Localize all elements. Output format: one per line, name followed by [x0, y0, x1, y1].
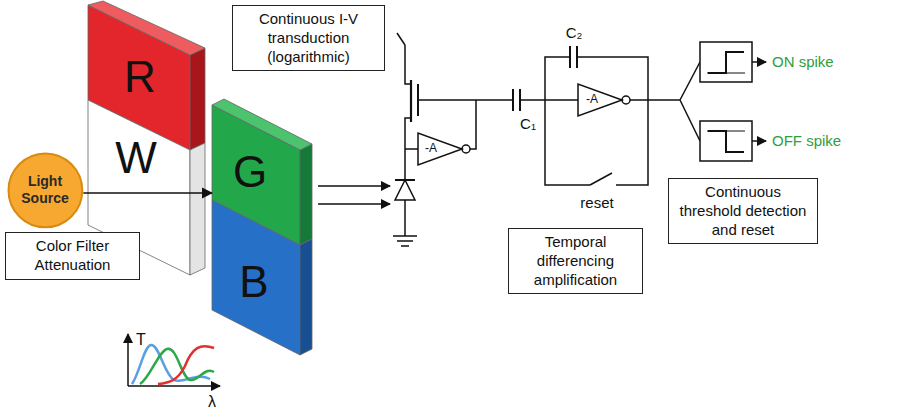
- wire: [545, 100, 590, 185]
- filter-face: [88, 1, 205, 55]
- inverter-bubble: [622, 96, 630, 104]
- light-source: Light Source: [7, 152, 84, 229]
- node-text: Color Filter Attenuation: [14, 237, 131, 275]
- capacitor-symbol: [513, 89, 520, 111]
- wire: [545, 99, 578, 101]
- filter-letter: G: [233, 148, 267, 196]
- node-text: Temporal differencing amplification: [517, 233, 634, 289]
- annotation-box: Color Filter Attenuation: [5, 232, 140, 280]
- label-holder: ON spike: [772, 53, 834, 70]
- filter-letter: R: [124, 53, 156, 101]
- wire: [577, 57, 648, 185]
- gain-label: -A: [425, 142, 437, 156]
- label-holder: -A: [425, 142, 437, 156]
- node-text: Light Source: [15, 173, 75, 207]
- output-label: OFF spike: [772, 132, 841, 149]
- amplifier-symbol: [578, 84, 622, 116]
- gain-label: -A: [586, 93, 598, 107]
- feedback-wire: [470, 100, 476, 149]
- node-text: Continuous threshold detection and reset: [677, 183, 809, 239]
- wire: [405, 148, 418, 150]
- light-arrow: [318, 185, 390, 187]
- off-step-icon: [708, 131, 744, 152]
- amplifier-symbol: [418, 133, 462, 165]
- label-holder: C₁: [520, 115, 536, 132]
- annotation-box: Continuous I-V transduction (logarithmic…: [232, 5, 385, 71]
- label-holder: reset: [580, 194, 613, 211]
- axis: [128, 385, 220, 387]
- label-holder: λ: [208, 393, 216, 411]
- label-holder: -A: [586, 93, 598, 107]
- capacitor-label: C₂: [566, 24, 583, 41]
- annotation-box: Temporal differencing amplification: [508, 228, 643, 294]
- capacitor-label: C₁: [520, 115, 536, 132]
- red-curve: [158, 346, 214, 384]
- ground-symbol: [393, 236, 417, 246]
- node-text: Continuous I-V transduction (logarithmic…: [241, 10, 376, 66]
- photodiode-symbol: [395, 180, 415, 200]
- wire: [680, 62, 700, 141]
- light-source-circle: [8, 153, 82, 227]
- gate-wire: [418, 99, 513, 101]
- label-holder: C₂: [566, 24, 583, 41]
- filter-face: [300, 144, 312, 245]
- drain-wire: [405, 45, 411, 84]
- blue-filter: B: [212, 200, 312, 355]
- capacitor-symbol: [570, 46, 577, 68]
- wire: [404, 200, 406, 236]
- filter-face: [190, 143, 205, 275]
- filter-letter: W: [115, 134, 157, 182]
- filter-face: [212, 200, 300, 355]
- on-step-icon: [708, 52, 744, 73]
- axis: [127, 334, 129, 386]
- supply-line: [397, 33, 405, 45]
- output-arrow: [752, 140, 766, 142]
- reset-switch: [590, 173, 612, 185]
- annotation-box: Continuous threshold detection and reset: [668, 178, 818, 244]
- switch-label: reset: [580, 194, 613, 211]
- filter-face: [190, 48, 205, 150]
- light-arrow: [318, 203, 390, 205]
- comparator-box: [700, 121, 752, 161]
- filter-face: [212, 99, 312, 150]
- filter-face: [300, 239, 312, 355]
- output-arrow: [752, 61, 766, 63]
- axis-label: λ: [208, 393, 216, 411]
- inverter-bubble: [462, 145, 470, 153]
- wire: [520, 99, 545, 101]
- output-label: ON spike: [772, 53, 834, 70]
- transistor-channel: [410, 80, 412, 122]
- label-holder: T: [136, 331, 146, 349]
- label-holder: OFF spike: [772, 132, 841, 149]
- wire: [630, 99, 680, 101]
- wire: [545, 57, 570, 100]
- comparator-box: [700, 42, 752, 82]
- axis-label: T: [136, 331, 146, 349]
- filter-letter: B: [239, 258, 268, 306]
